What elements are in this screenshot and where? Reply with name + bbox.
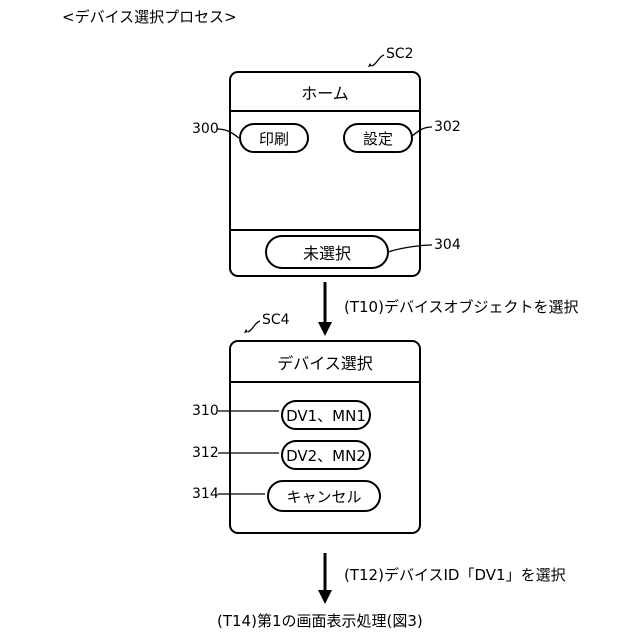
ref-302-label: 302: [434, 120, 461, 134]
cancel-button[interactable]: キャンセル: [267, 480, 381, 512]
print-button[interactable]: 印刷: [239, 123, 309, 153]
home-screen-header: ホーム: [231, 73, 419, 112]
ref-300-label: 300: [192, 122, 219, 136]
device-select-screen: デバイス選択 DV1、MN1 DV2、MN2 キャンセル: [229, 340, 421, 534]
sc2-leader-line: [372, 55, 384, 66]
ref-304-label: 304: [434, 238, 461, 252]
ref-310-label: 310: [192, 404, 219, 418]
step-t10-label: (T10)デバイスオブジェクトを選択: [344, 300, 579, 315]
device-dv1-button[interactable]: DV1、MN1: [281, 400, 371, 430]
figure-title: <デバイス選択プロセス>: [62, 10, 237, 25]
step-t12-label: (T12)デバイスID「DV1」を選択: [344, 568, 566, 583]
sc4-ref-label: SC4: [262, 313, 290, 327]
ref-314-label: 314: [192, 487, 219, 501]
device-select-header: デバイス選択: [231, 342, 419, 383]
sc2-ref-label: SC2: [386, 47, 414, 61]
ref-312-label: 312: [192, 446, 219, 460]
device-unselected-button[interactable]: 未選択: [265, 235, 389, 269]
sc4-leader-line: [248, 321, 260, 332]
home-screen: ホーム 印刷 設定 未選択: [229, 71, 421, 277]
home-footer-divider: [231, 229, 419, 231]
step-t14-label: (T14)第1の画面表示処理(図3): [217, 614, 423, 629]
device-dv2-button[interactable]: DV2、MN2: [281, 440, 371, 470]
settings-button[interactable]: 設定: [343, 123, 413, 153]
